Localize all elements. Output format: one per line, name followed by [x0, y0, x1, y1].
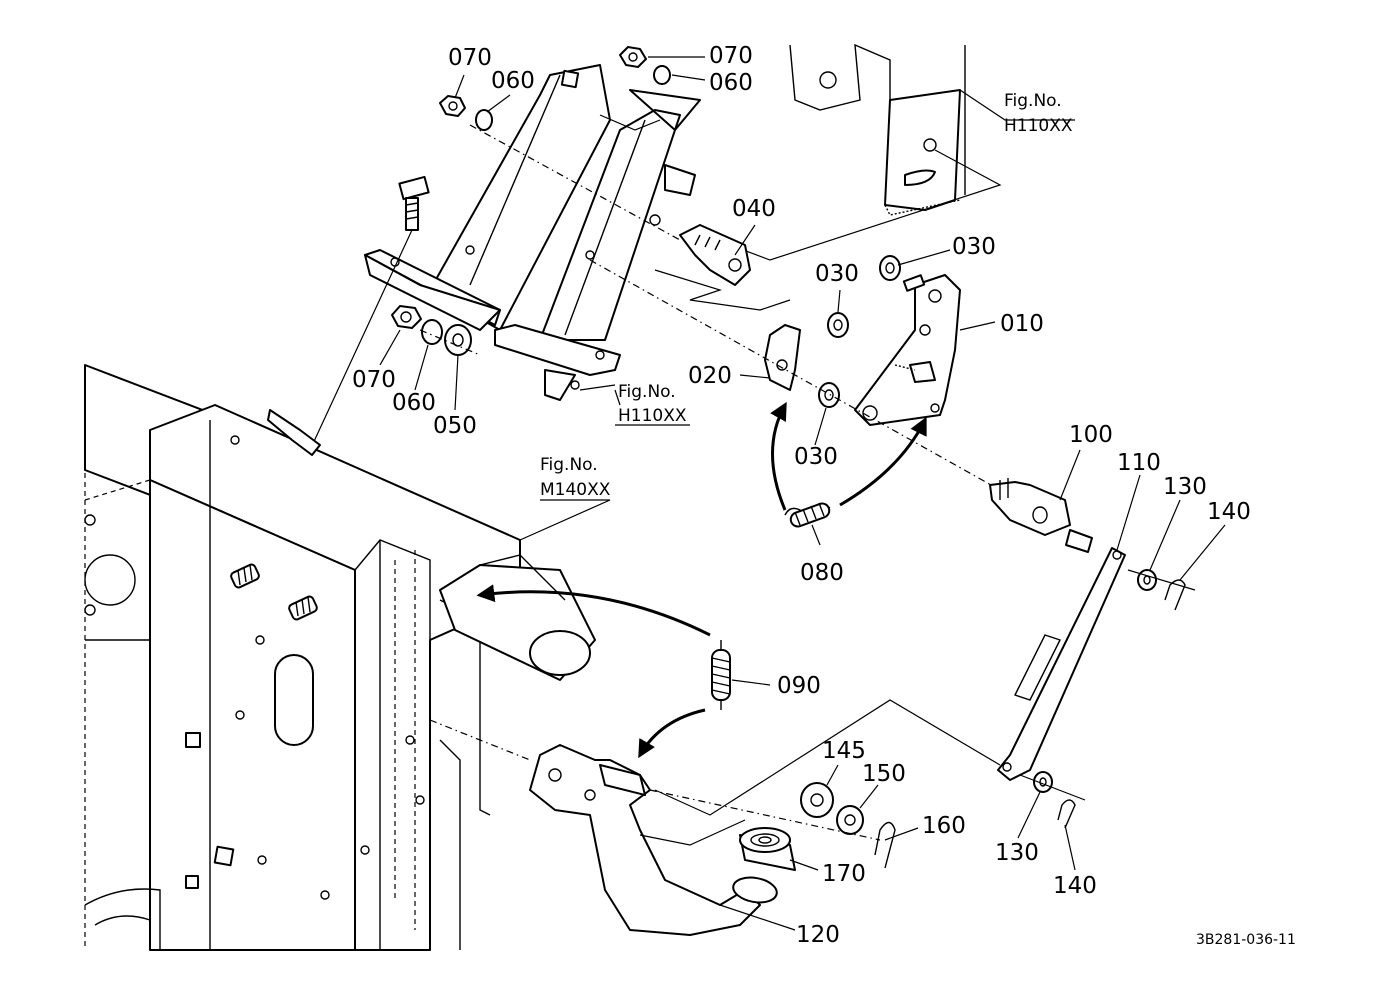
nut-070-right — [619, 46, 647, 68]
callout-170: 170 — [822, 861, 866, 887]
clip-140-a — [1164, 579, 1186, 611]
bolt — [398, 175, 430, 231]
drawing-code: 3B281-036-11 — [1196, 932, 1296, 948]
clip-140-b — [1057, 799, 1076, 829]
top-right-linkage — [689, 43, 1075, 261]
stud — [288, 595, 318, 621]
pedal-pad-170 — [739, 827, 796, 871]
fig-ref-label: Fig.No. — [540, 455, 598, 475]
callout-145: 145 — [822, 738, 866, 764]
fig-ref-number: M140XX — [540, 480, 611, 500]
callout-080: 080 — [800, 560, 844, 586]
spring-090 — [476, 584, 731, 759]
callout-leaders — [379, 56, 1226, 931]
callout-150: 150 — [862, 761, 906, 787]
part-110 — [997, 547, 1126, 781]
callout-030: 030 — [794, 444, 838, 470]
fig-ref-label: Fig.No. — [618, 382, 676, 402]
callout-010: 010 — [1000, 311, 1044, 337]
frame-assembly — [84, 364, 611, 951]
part-100 — [989, 478, 1093, 553]
washer-130-b — [1033, 771, 1053, 793]
callout-140: 140 — [1053, 873, 1097, 899]
callout-040: 040 — [732, 196, 776, 222]
callout-060: 060 — [709, 70, 753, 96]
callout-labels: 070 060 070 060 040 030 030 010 070 060 … — [352, 43, 1251, 948]
washer-050 — [444, 324, 472, 356]
callout-110: 110 — [1117, 450, 1161, 476]
callout-020: 020 — [688, 363, 732, 389]
washer-030-c — [818, 382, 840, 408]
callout-060: 060 — [491, 68, 535, 94]
washer-030-b — [827, 312, 849, 338]
pedal-120 — [529, 744, 778, 936]
part-010 — [854, 274, 961, 426]
upper-bracket-assembly — [267, 46, 701, 456]
callout-120: 120 — [796, 922, 840, 948]
callout-140: 140 — [1207, 499, 1251, 525]
washer-145 — [800, 782, 834, 818]
callout-030: 030 — [952, 234, 996, 260]
fig-ref-number: H110XX — [618, 406, 687, 426]
washer-130-a — [1137, 569, 1157, 591]
washer-060-top — [475, 109, 493, 131]
callout-090: 090 — [777, 673, 821, 699]
part-020 — [764, 324, 801, 391]
callout-160: 160 — [922, 813, 966, 839]
callout-070: 070 — [352, 367, 396, 393]
fig-ref-h110xx-bracket: Fig.No. H110XX — [615, 382, 690, 426]
callout-130: 130 — [1163, 474, 1207, 500]
fig-ref-m140xx: Fig.No. M140XX — [540, 455, 611, 500]
stud — [230, 563, 260, 589]
stud-010 — [902, 274, 926, 292]
spring-080 — [770, 401, 927, 528]
callout-050: 050 — [433, 413, 477, 439]
fig-ref-number: H110XX — [1004, 116, 1073, 136]
clip-160 — [874, 821, 896, 869]
callout-070: 070 — [709, 43, 753, 69]
fig-ref-h110xx-top: Fig.No. H110XX — [1004, 91, 1073, 136]
part-040 — [654, 224, 791, 311]
callout-030: 030 — [815, 261, 859, 287]
nut-070-lower — [391, 305, 422, 329]
washer-030-a — [879, 255, 901, 281]
nut-070-top — [439, 95, 466, 117]
washer-060-right — [653, 65, 671, 85]
callout-070: 070 — [448, 45, 492, 71]
callout-060: 060 — [392, 390, 436, 416]
callout-130: 130 — [995, 840, 1039, 866]
callout-100: 100 — [1069, 422, 1113, 448]
washer-060-lower — [421, 319, 443, 345]
fig-ref-label: Fig.No. — [1004, 91, 1062, 111]
washer-150 — [836, 805, 864, 835]
